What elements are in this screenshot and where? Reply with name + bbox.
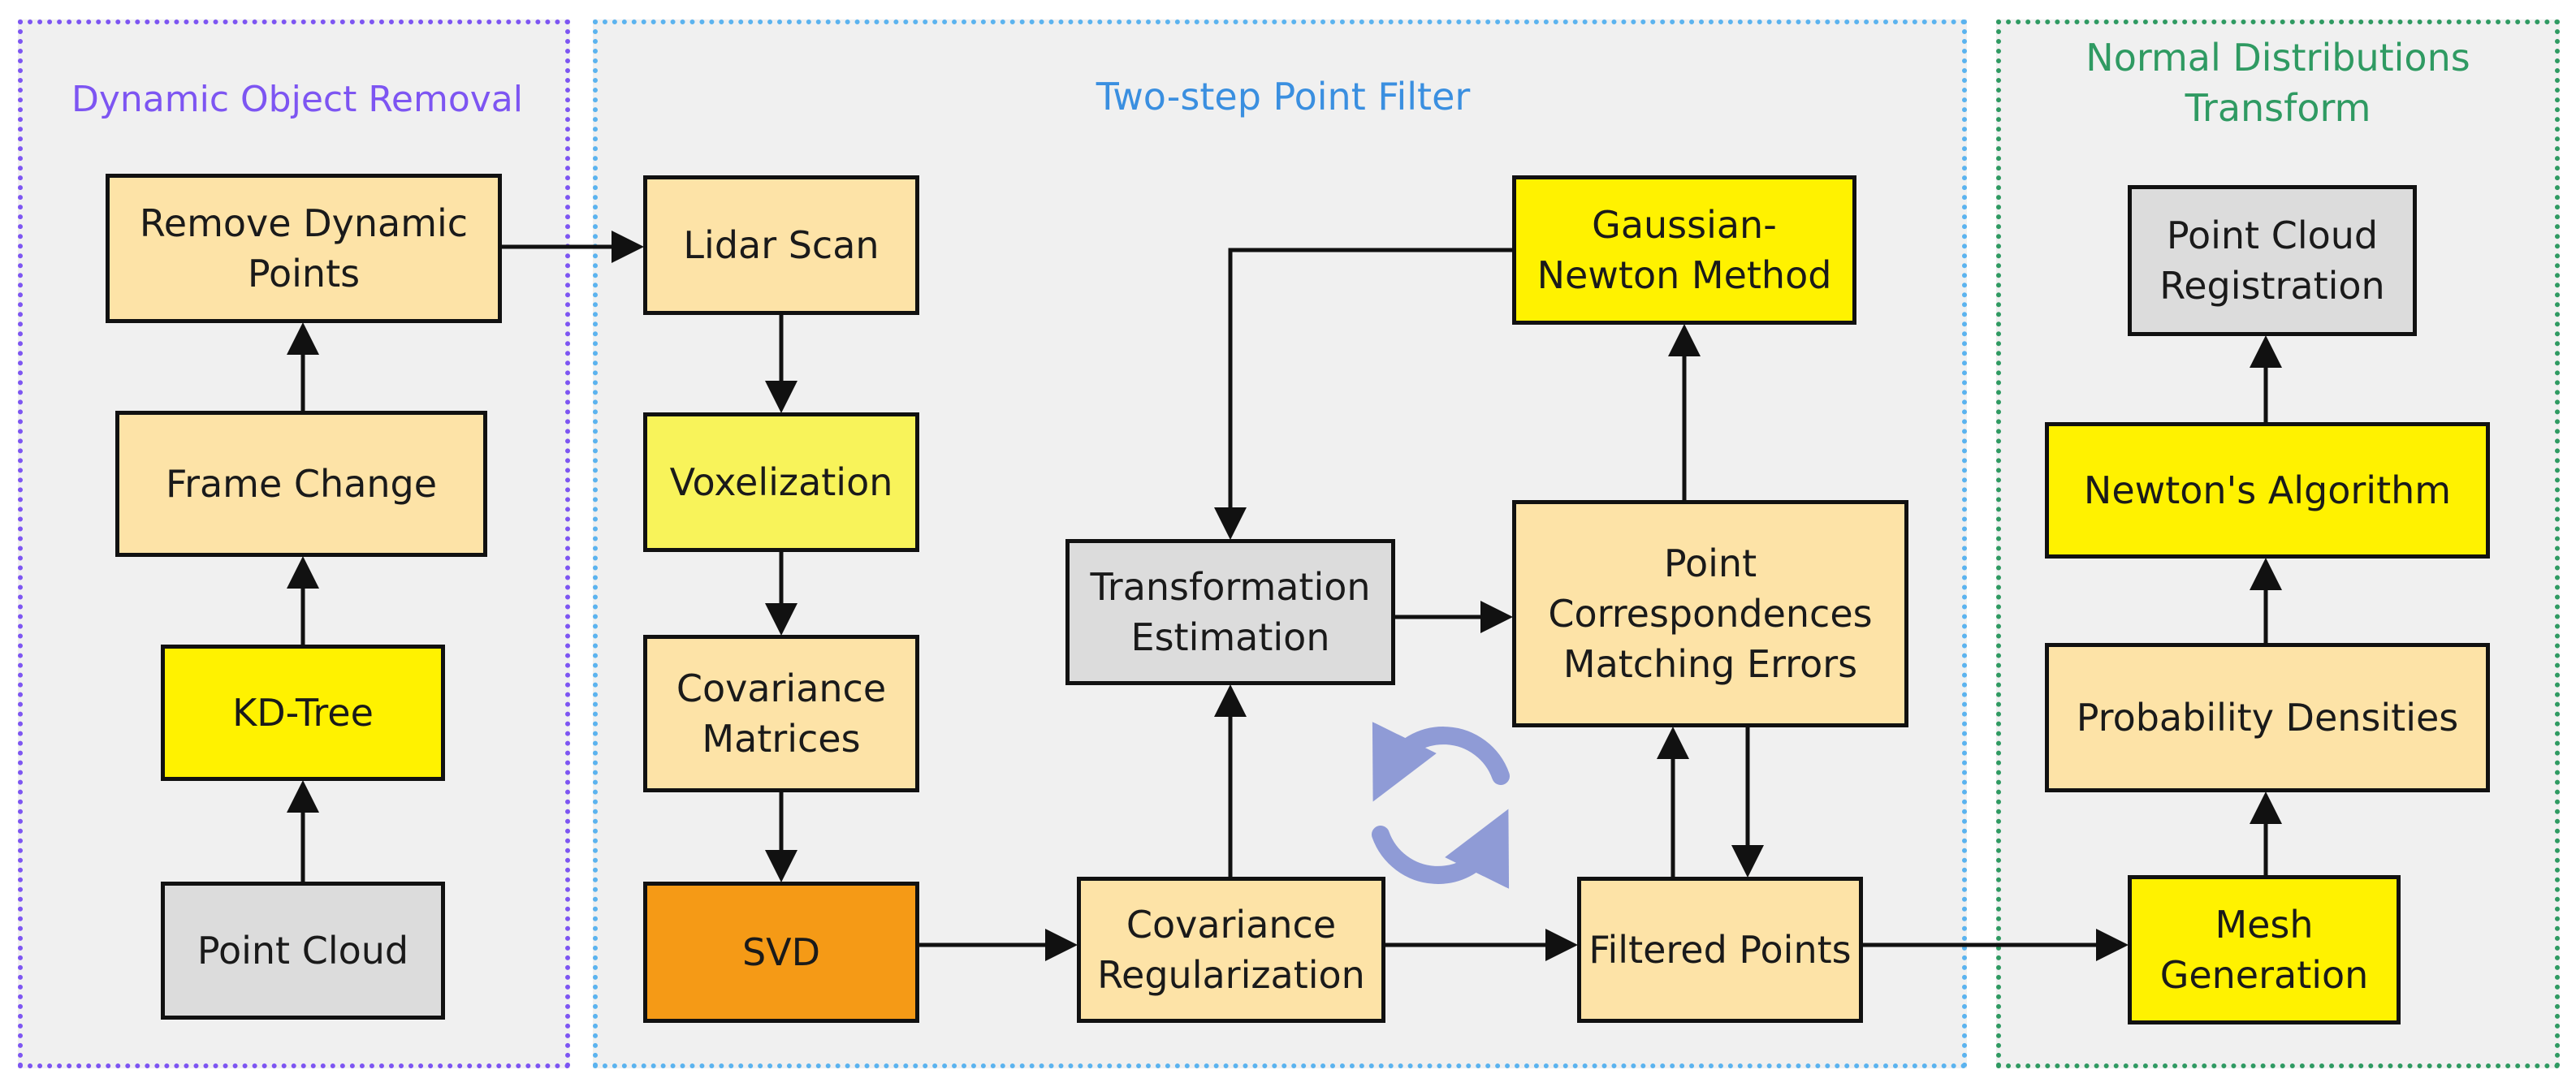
gaussian-newton-method-box: Gaussian-Newton Method [1512, 175, 1856, 325]
remove-dynamic-points-box: Remove Dynamic Points [106, 174, 502, 323]
point-cloud-box: Point Cloud [161, 882, 445, 1020]
voxelization-box: Voxelization [643, 412, 919, 552]
transformation-estimation-box: Transformation Estimation [1065, 539, 1395, 685]
two-step-point-filter-title: Two-step Point Filter [1096, 75, 1471, 119]
point-correspondences-box: Point Correspondences Matching Errors [1512, 500, 1908, 727]
kd-tree-box: KD-Tree [161, 645, 445, 781]
point-cloud-registration-box: Point Cloud Registration [2128, 185, 2417, 336]
frame-change-box: Frame Change [115, 411, 487, 557]
arrow-gauss-to-transf [1214, 248, 1512, 540]
filtered-points-box: Filtered Points [1577, 877, 1863, 1023]
dynamic-object-removal-title: Dynamic Object Removal [71, 79, 523, 120]
covariance-regularization-box: Covariance Regularization [1077, 877, 1385, 1023]
covariance-matrices-box: Covariance Matrices [643, 635, 919, 792]
newtons-algorithm-box: Newton's Algorithm [2045, 422, 2490, 559]
refresh-cycle-icon [1372, 722, 1510, 889]
mesh-generation-box: Mesh Generation [2128, 875, 2401, 1024]
probability-densities-box: Probability Densities [2045, 643, 2490, 792]
svd-box: SVD [643, 882, 919, 1023]
normal-distributions-transform-title: Normal Distributions Transform [2085, 36, 2470, 130]
lidar-scan-box: Lidar Scan [643, 175, 919, 315]
